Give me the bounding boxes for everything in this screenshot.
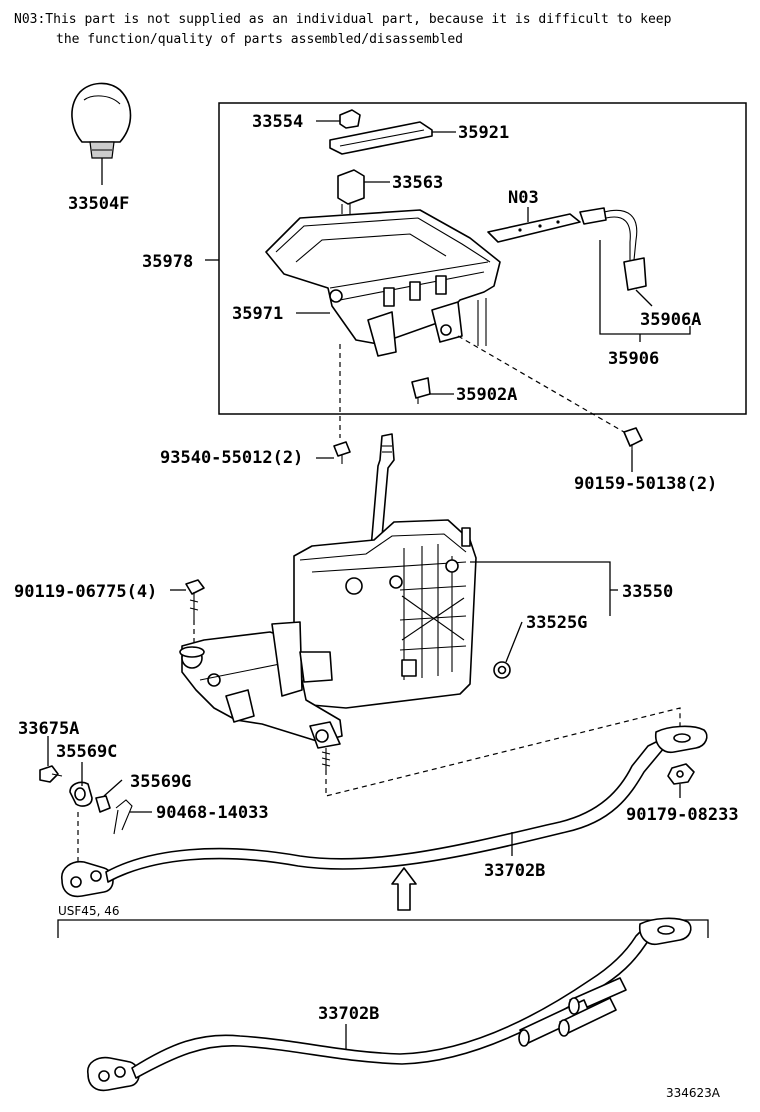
label-90159-50138: 90159-50138(2) bbox=[574, 474, 717, 494]
figure-id: 334623A bbox=[666, 1086, 721, 1100]
clip-35902A-part[interactable] bbox=[411, 377, 431, 404]
shift-lever-assembly-33550-part[interactable] bbox=[179, 433, 477, 770]
ring-33525G-part[interactable] bbox=[493, 661, 511, 679]
indicator-plate-35921-part[interactable] bbox=[329, 121, 433, 155]
circuit-board-N03-part[interactable] bbox=[487, 213, 581, 243]
label-33550: 33550 bbox=[622, 582, 673, 602]
label-33702B-bottom: 33702B bbox=[318, 1004, 379, 1024]
bolt-90119-part[interactable] bbox=[185, 579, 205, 620]
assembly-box-35978 bbox=[218, 102, 747, 415]
shift-knob-part[interactable] bbox=[71, 82, 132, 159]
label-35569C: 35569C bbox=[56, 742, 117, 762]
label-33702B-top: 33702B bbox=[484, 861, 545, 881]
label-35971: 35971 bbox=[232, 304, 283, 324]
label-33563: 33563 bbox=[392, 173, 443, 193]
variant-label: USF45, 46 bbox=[58, 904, 119, 918]
label-35569G: 35569G bbox=[130, 772, 191, 792]
clip-90468-part[interactable] bbox=[113, 799, 133, 835]
control-rod-33702B-top-part[interactable] bbox=[61, 725, 708, 898]
bushing-35569G-part[interactable] bbox=[95, 795, 111, 813]
label-N03: N03 bbox=[508, 188, 539, 208]
label-33554: 33554 bbox=[252, 112, 303, 132]
screw-93540-part[interactable] bbox=[333, 441, 351, 464]
switch-33563-part[interactable] bbox=[337, 169, 365, 214]
label-93540-55012: 93540-55012(2) bbox=[160, 448, 303, 468]
label-90468-14033: 90468-14033 bbox=[156, 803, 269, 823]
cap-33554-part[interactable] bbox=[339, 109, 361, 129]
label-33504F: 33504F bbox=[68, 194, 129, 214]
label-90119-06775: 90119-06775(4) bbox=[14, 582, 157, 602]
housing-35971-part[interactable] bbox=[265, 209, 501, 357]
bushing-33675A-part[interactable] bbox=[39, 765, 63, 783]
arrow-up-icon bbox=[391, 867, 417, 911]
label-33675A: 33675A bbox=[18, 719, 79, 739]
wire-harness-35906-part[interactable] bbox=[579, 207, 647, 291]
label-90179-08233: 90179-08233 bbox=[626, 805, 739, 825]
label-35902A: 35902A bbox=[456, 385, 517, 405]
note-line-1: N03:This part is not supplied as an indi… bbox=[14, 12, 672, 27]
nut-90179-part[interactable] bbox=[667, 763, 695, 785]
label-35978: 35978 bbox=[142, 252, 193, 272]
bushing-35569C-part[interactable] bbox=[69, 781, 93, 807]
note-line-2: the function/quality of parts assembled/… bbox=[56, 32, 463, 47]
control-rod-33702B-bottom-part[interactable] bbox=[87, 917, 692, 1092]
label-35921: 35921 bbox=[458, 123, 509, 143]
label-35906A: 35906A bbox=[640, 310, 701, 330]
label-35906: 35906 bbox=[608, 349, 659, 369]
label-33525G: 33525G bbox=[526, 613, 587, 633]
screw-90159-part[interactable] bbox=[623, 427, 643, 450]
